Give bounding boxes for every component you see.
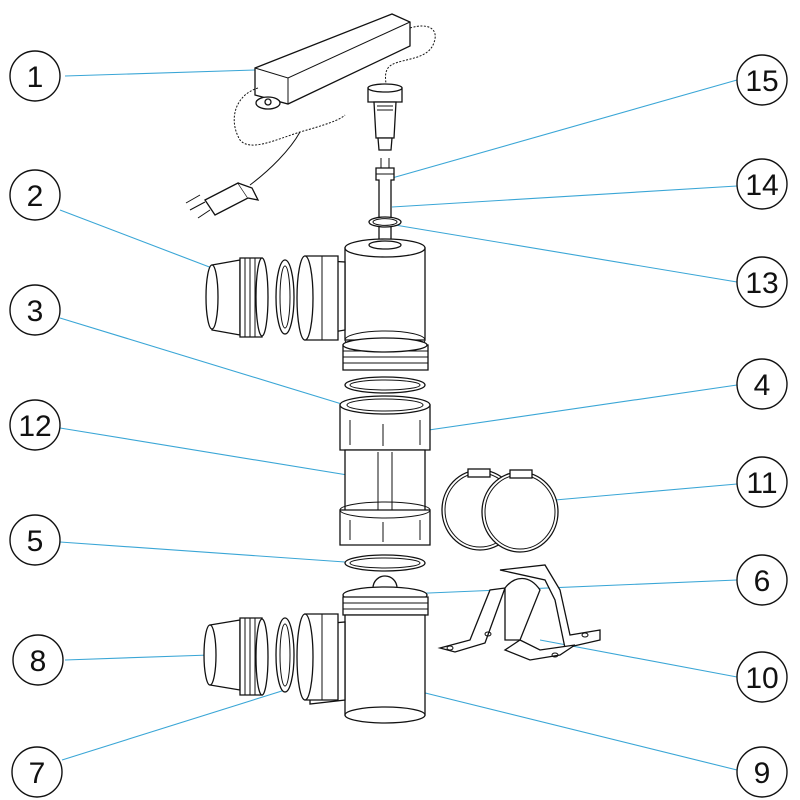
lower-union-end	[203, 617, 269, 696]
callout-8-label: 8	[30, 645, 47, 678]
upper-union-nut	[296, 255, 339, 341]
lower-tube-nut	[339, 501, 431, 546]
leader-12	[59, 427, 379, 481]
callout-6: 6	[736, 554, 788, 606]
callout-5: 5	[9, 514, 61, 566]
ballast-power-supply	[185, 13, 436, 219]
leader-6	[404, 579, 738, 595]
callout-2: 2	[9, 169, 61, 221]
leader-13	[394, 224, 738, 283]
leader-lines	[59, 69, 738, 771]
callout-13: 13	[736, 256, 788, 308]
lower-threaded-collar	[342, 586, 429, 616]
uv-lamp	[375, 158, 395, 241]
callout-10: 10	[736, 651, 788, 703]
callout-3-label: 3	[27, 295, 44, 328]
leader-4	[414, 384, 738, 433]
callout-4: 4	[736, 358, 788, 410]
leader-8	[64, 654, 211, 661]
mounting-brackets	[437, 564, 601, 661]
lower-union-nut	[296, 613, 339, 701]
callout-12: 12	[9, 399, 61, 451]
callout-2-label: 2	[27, 180, 44, 213]
quartz-tube	[344, 449, 426, 516]
callout-3: 3	[9, 284, 61, 336]
callout-5-label: 5	[27, 525, 44, 558]
callout-4-label: 4	[754, 369, 771, 402]
upper-tube-nut	[339, 395, 431, 451]
callout-7: 7	[11, 746, 63, 798]
leader-7	[61, 689, 286, 761]
leader-15	[384, 79, 738, 181]
leader-1	[64, 69, 256, 77]
upper-union-gasket	[275, 259, 295, 335]
lamp-connector-assembly	[367, 83, 403, 151]
lower-union-gasket	[275, 617, 295, 693]
leader-14	[391, 185, 738, 208]
callout-10-label: 10	[745, 662, 778, 695]
leader-2	[59, 209, 213, 269]
callouts: 1 2 3 4 5 6 7 8	[9, 50, 788, 798]
hose-clamps	[441, 468, 559, 553]
callout-15: 15	[736, 54, 788, 106]
callout-9: 9	[736, 746, 788, 798]
callout-12-label: 12	[18, 410, 51, 443]
upper-o-ring	[344, 376, 426, 394]
callout-8: 8	[12, 634, 64, 686]
callout-14-label: 14	[745, 169, 778, 202]
callout-1: 1	[9, 50, 61, 102]
callout-11: 11	[736, 456, 788, 508]
callout-14: 14	[736, 158, 788, 210]
upper-threaded-collar	[342, 337, 429, 371]
callout-1-label: 1	[27, 61, 44, 94]
upper-union-end	[205, 257, 269, 338]
leader-5	[59, 541, 346, 563]
callout-6-label: 6	[754, 565, 771, 598]
lower-o-ring	[344, 554, 426, 572]
callout-9-label: 9	[754, 757, 771, 790]
leader-3	[59, 317, 346, 406]
callout-13-label: 13	[745, 267, 778, 300]
callout-11-label: 11	[746, 467, 777, 500]
lamp-o-ring	[368, 216, 402, 228]
leader-9	[404, 687, 738, 771]
leader-11	[554, 483, 738, 501]
callout-7-label: 7	[29, 757, 46, 790]
callout-15-label: 15	[745, 65, 778, 98]
